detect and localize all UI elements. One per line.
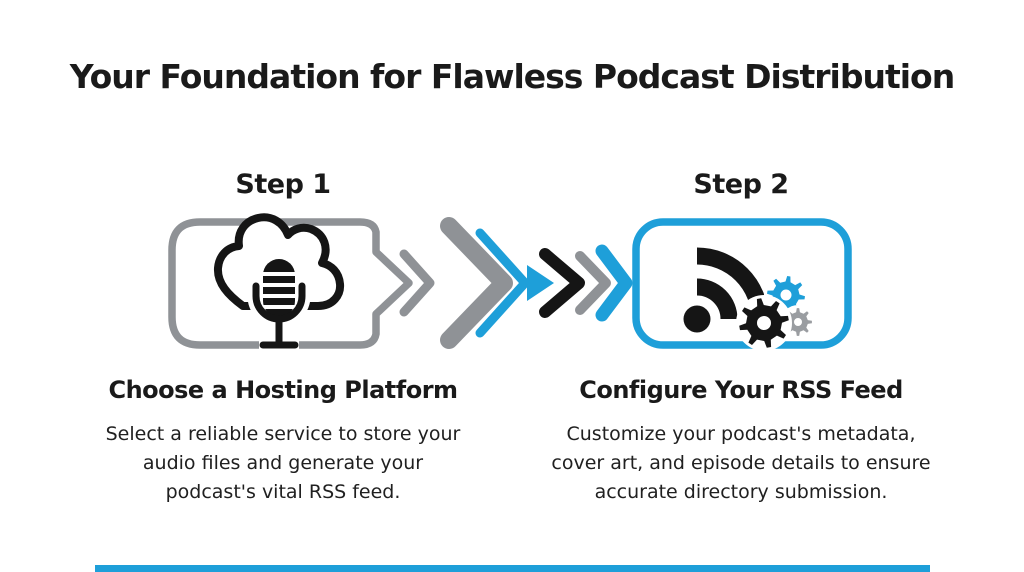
rss-dot [683,305,711,333]
step2-heading: Configure Your RSS Feed [579,376,903,404]
step2-description: Customize your podcast's metadata, cover… [511,420,971,507]
arrow-blue-head-icon [527,265,554,301]
gear-black-icon [739,298,789,348]
rss-feed-gears-icon [683,247,815,351]
step1-desc-line: audio files and generate your [142,452,424,474]
step1-description: Select a reliable service to store your … [53,420,513,507]
page-title: Your Foundation for Flawless Podcast Dis… [69,57,955,96]
bottom-accent-bar [95,565,930,572]
cloud-microphone-icon [213,213,345,352]
arrow-blue-line-icon [475,228,530,338]
step2-desc-line: accurate directory submission. [594,481,888,503]
chevron-gray-small-2-icon [575,251,611,315]
step2-desc-line: Customize your podcast's metadata, [566,423,916,445]
rss-arc-small [696,278,738,320]
step1-desc-line: Select a reliable service to store your [105,423,461,445]
microphone-holder [252,282,306,323]
chevron-arrows-connector [399,217,633,349]
step1-heading: Choose a Hosting Platform [108,376,458,404]
chevron-gray-large-icon [440,217,513,349]
step2-label: Step 2 [693,169,789,200]
step1-label: Step 1 [235,169,331,200]
chevron-blue-icon [595,244,633,322]
step1-desc-line: podcast's vital RSS feed. [165,481,401,503]
chevron-gray-small-1-icon [399,249,435,317]
step2-desc-line: cover art, and episode details to ensure [551,452,931,474]
chevron-black-icon [539,248,585,318]
